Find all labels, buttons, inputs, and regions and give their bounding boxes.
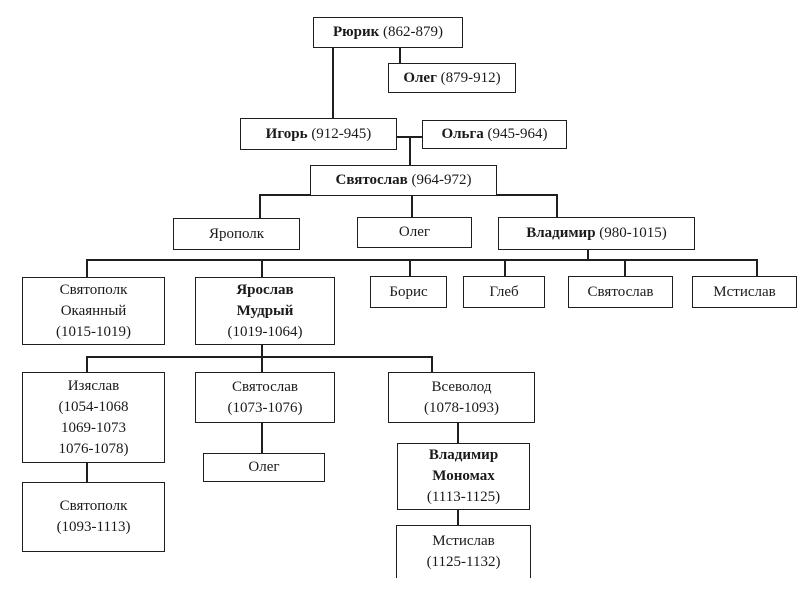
stub-svyatopolk-okayanny (86, 259, 88, 277)
connector-vsevolod-monomakh (457, 423, 459, 443)
stub-yaropolk (259, 194, 261, 218)
node-name: Олег (248, 459, 280, 475)
node-name: Святослав (335, 172, 408, 188)
connector-to-svyatoslav (409, 136, 411, 165)
tree-node-svyatoslav3: Святослав (1073-1076) (195, 372, 335, 423)
node-dates: 1076-1078) (58, 440, 129, 457)
node-name: Глеб (489, 283, 519, 300)
tree-node-igor: Игорь (912-945) (240, 118, 397, 150)
node-dates: (945-964) (487, 126, 548, 142)
node-dates: (879-912) (440, 69, 501, 86)
stub-oleg2 (411, 194, 413, 217)
stub-vladimir-down (587, 250, 589, 260)
stub-mstislav (756, 259, 758, 276)
tree-node-izyaslav: Изяслав (1054-1068 1069-1073 1076-1078) (22, 372, 165, 463)
connector-yaroslav-down (261, 345, 263, 372)
node-dates: (1113-1125) (426, 489, 501, 505)
node-dates: (1015-1019) (56, 323, 131, 340)
stub-boris (409, 259, 411, 276)
tree-node-olga: Ольга (945-964) (422, 120, 567, 149)
node-dates: (1019-1064) (227, 323, 303, 340)
tree-node-rurik: Рюрик (862-879) (313, 17, 463, 48)
node-dates: (964-972) (411, 172, 472, 188)
tree-node-oleg-regent: Олег (879-912) (388, 63, 516, 93)
tree-node-boris: Борис (370, 276, 447, 308)
node-name: Ярослав (236, 281, 294, 298)
stub-yaroslav (261, 259, 263, 277)
node-name: Изяслав (67, 377, 120, 394)
node-name: Борис (389, 283, 428, 300)
node-name: Игорь (265, 125, 308, 142)
tree-node-svyatoslav2: Святослав (568, 276, 673, 308)
stub-vsevolod (431, 356, 433, 372)
node-name: Мстислав (713, 283, 776, 300)
connector-izyaslav-svyatopolk2 (86, 463, 88, 482)
node-dates: (912-945) (311, 125, 372, 142)
stub-izyaslav (86, 356, 88, 372)
node-dates: (1078-1093) (424, 399, 499, 416)
tree-node-vladimir-monomakh: Владимир Мономах (1113-1125) (397, 443, 530, 510)
node-name: Олег (403, 69, 437, 86)
connector-rurik-oleg (399, 47, 401, 63)
node-name: Рюрик (332, 24, 380, 40)
tree-node-svyatopolk2: Святополк (1093-1113) (22, 482, 165, 552)
node-name: Мономах (432, 468, 495, 484)
node-name: Ольга (441, 126, 484, 142)
node-dates: (1073-1076) (227, 399, 303, 416)
node-name: Ярополк (208, 225, 265, 242)
node-name: Мстислав (432, 533, 495, 549)
tree-node-oleg3: Олег (203, 453, 325, 482)
node-name: Владимир (526, 225, 596, 241)
connector-svyatoslav3-oleg3 (261, 423, 263, 453)
node-dates: (1054-1068 (58, 398, 129, 415)
tree-node-mstislav2: Мстислав (1125-1132) (396, 525, 531, 578)
tree-node-gleb: Глеб (463, 276, 545, 308)
node-name: Святополк (59, 498, 128, 514)
connector-monomakh-mstislav2 (457, 510, 459, 525)
stub-gleb (504, 259, 506, 276)
node-dates: (1125-1132) (426, 554, 501, 570)
node-dates: (980-1015) (599, 225, 667, 241)
tree-node-mstislav: Мстислав (692, 276, 797, 308)
stub-svyatoslav2 (624, 259, 626, 276)
tree-node-vsevolod: Всеволод (1078-1093) (388, 372, 535, 423)
stub-vladimir (556, 194, 558, 217)
node-name: Олег (398, 224, 431, 240)
node-dates: 1069-1073 (61, 419, 126, 436)
tree-node-oleg2: Олег (357, 217, 472, 248)
tree-node-svyatoslav: Святослав (964-972) (310, 165, 497, 196)
node-dates: (862-879) (383, 24, 443, 40)
node-name: Владимир (428, 447, 499, 463)
tree-node-vladimir: Владимир (980-1015) (498, 217, 695, 250)
sibling-line-gen5 (86, 259, 758, 261)
node-name: Святослав (232, 378, 298, 395)
node-dates: (1093-1113) (56, 519, 131, 535)
node-name: Окаянный (60, 302, 127, 319)
tree-node-yaroslav-mudry: Ярослав Мудрый (1019-1064) (195, 277, 335, 345)
node-name: Святослав (587, 283, 654, 300)
node-name: Мудрый (236, 302, 294, 319)
tree-node-svyatopolk-okayanny: Святополк Окаянный (1015-1019) (22, 277, 165, 345)
node-name: Всеволод (431, 378, 492, 395)
sibling-line-gen6 (86, 356, 433, 358)
tree-node-yaropolk: Ярополк (173, 218, 300, 250)
connector-rurik-igor (332, 47, 334, 118)
node-name: Святополк (59, 281, 128, 298)
